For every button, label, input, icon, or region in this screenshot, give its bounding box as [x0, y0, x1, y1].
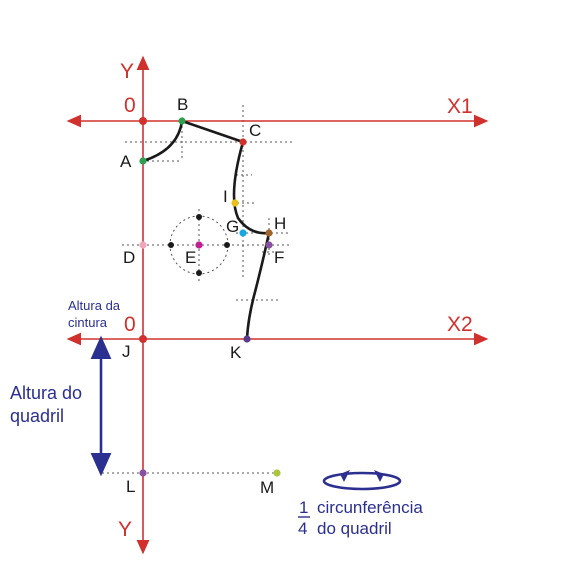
circumference-icon-arrow-right: [374, 470, 384, 482]
annotation-arrows: [90, 335, 402, 518]
hip-circumference-label-line2: do quadril: [317, 519, 392, 538]
point-d-label: D: [123, 248, 135, 267]
point-e: [195, 241, 203, 249]
point-g: [239, 229, 247, 237]
point-e-label: E: [185, 248, 196, 267]
point-i-label: I: [223, 187, 228, 206]
point-g-label: G: [226, 217, 239, 236]
waist-height-label-line2: cintura: [68, 315, 108, 330]
guide-dot-circle-right: [224, 242, 230, 248]
point-c: [239, 138, 247, 146]
point-l: [139, 469, 147, 477]
origin-label-bottom: 0: [124, 313, 136, 336]
point-m-label: M: [260, 478, 274, 497]
point-k: [243, 335, 251, 343]
y-axis-label-top: Y: [120, 60, 134, 83]
side-seam-curve: [245, 231, 271, 341]
hip-circumference-label-line1: circunferência: [317, 498, 423, 517]
point-i: [231, 199, 239, 207]
point-f: [265, 241, 273, 249]
point-k-label: K: [230, 343, 242, 362]
point-h-label: H: [274, 214, 286, 233]
hip-height-label-line1: Altura do: [10, 383, 82, 403]
guide-dot-circle-bottom: [196, 270, 202, 276]
waist-height-label-line1: Altura da: [68, 298, 121, 313]
armhole-curve: [232, 140, 271, 235]
guide-dot-circle-left: [168, 242, 174, 248]
point-d: [139, 241, 147, 249]
fraction-denominator: 4: [298, 519, 307, 538]
shoulder-line: [180, 119, 245, 144]
point-f-label: F: [274, 248, 284, 267]
point-h: [265, 229, 273, 237]
guide-dot-circle-top: [196, 214, 202, 220]
origin-label-top: 0: [124, 94, 136, 117]
neckline-curve: [141, 119, 184, 163]
fraction-numerator: 1: [299, 498, 308, 517]
point-m: [273, 469, 281, 477]
x2-axis-label: X2: [447, 313, 473, 336]
guide-dots: [168, 214, 230, 276]
point-j: [139, 335, 147, 343]
circumference-icon: [322, 471, 402, 491]
point-j-label: J: [122, 342, 131, 361]
pattern-outline: [141, 119, 271, 341]
origin-top-point: [139, 117, 147, 125]
point-l-label: L: [126, 477, 135, 496]
y-axis-label-bottom: Y: [118, 518, 132, 541]
point-b: [178, 117, 186, 125]
pattern-points: [139, 117, 281, 477]
x1-axis-label: X1: [447, 95, 473, 118]
point-c-label: C: [249, 121, 261, 140]
point-a-label: A: [120, 152, 132, 171]
point-b-label: B: [177, 95, 188, 114]
point-a: [139, 157, 147, 165]
circumference-icon-arrow-left: [340, 470, 350, 482]
hip-height-label-line2: quadril: [10, 406, 64, 426]
